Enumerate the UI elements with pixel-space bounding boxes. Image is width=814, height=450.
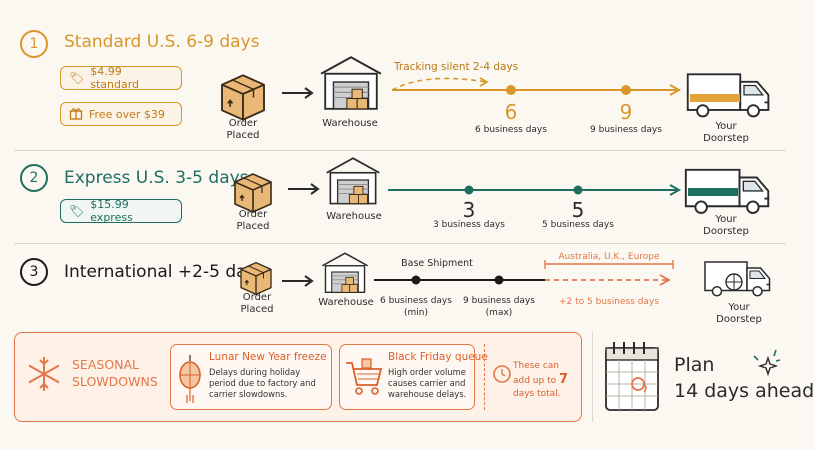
card-text: Delays during holiday period due to fact… (209, 367, 316, 399)
delivery-van-icon (684, 66, 774, 120)
milestone-label: 9 business days (463, 296, 535, 306)
warehouse-icon (320, 250, 370, 294)
milestone-number: 3 (462, 198, 476, 222)
card-text: High order volume causes carrier and war… (388, 367, 467, 399)
row-number-badge: 2 (20, 164, 48, 192)
milestone-number: 6 (504, 100, 518, 124)
price-tag-icon: 🏷︎ (69, 204, 85, 218)
timeline-international (374, 274, 671, 286)
lunar-new-year-card: Lunar New Year freeze Delays during holi… (170, 344, 332, 410)
arrow-icon (288, 183, 320, 195)
section-divider (592, 332, 593, 422)
row-divider (14, 243, 786, 244)
price-tag-icon: 🏷︎ (69, 71, 85, 85)
sparkle-icon (753, 349, 781, 377)
warehouse-label: Warehouse (322, 118, 378, 129)
warehouse-label: Warehouse (318, 297, 374, 308)
arrow-icon (282, 275, 314, 287)
timeline-standard (391, 77, 682, 96)
extension-regions: Australia, U.K., Europe (548, 252, 670, 262)
extension-bracket (544, 260, 674, 269)
base-shipment-label: Base Shipment (401, 258, 473, 269)
destination-label: Your Doorstep (716, 302, 762, 325)
panel-separator (484, 344, 485, 410)
row-title-standard: Standard U.S. 6-9 days (64, 32, 260, 52)
row-divider (14, 150, 786, 151)
row-number-badge: 3 (20, 258, 48, 286)
seasonal-heading: SEASONAL SLOWDOWNS (72, 357, 158, 389)
order-box-icon (215, 66, 271, 122)
plan-days: 14 days ahead (674, 380, 814, 402)
timeline-express (388, 184, 682, 196)
tracking-note: Tracking silent 2-4 days (394, 61, 519, 73)
tag-express-price: 🏷︎ $15.99 express (60, 198, 182, 224)
delivery-van-icon (702, 256, 774, 298)
plan-heading: Plan (674, 354, 715, 376)
card-title: Lunar New Year freeze (209, 351, 327, 363)
card-title: Black Friday queue (388, 351, 488, 363)
order-placed-label: Order Placed (240, 292, 274, 315)
milestone-label: 6 business days (475, 125, 547, 135)
row-title-express: Express U.S. 3-5 days (64, 168, 249, 188)
snowflake-icon (28, 357, 60, 391)
order-box-icon (229, 166, 277, 214)
milestone-label: 6 business days (380, 296, 452, 306)
warehouse-icon (324, 154, 382, 206)
order-placed-label: Order Placed (236, 209, 270, 232)
warehouse-label: Warehouse (326, 211, 382, 222)
warehouse-icon (318, 52, 384, 112)
milestone-label: 3 business days (433, 220, 505, 230)
calendar-icon (605, 342, 659, 411)
clock-icon (493, 365, 511, 383)
tag-standard-price: 🏷︎ $4.99 standard (60, 65, 182, 91)
order-box-icon (236, 256, 276, 296)
gift-icon (69, 106, 83, 123)
shopping-cart-icon (346, 358, 383, 395)
delivery-van-icon (682, 162, 774, 216)
milestone-sub: (max) (485, 308, 513, 318)
milestone-label: 9 business days (590, 125, 662, 135)
order-placed-label: Order Placed (226, 118, 260, 141)
milestone-number: 9 (619, 100, 633, 124)
tag-free-shipping: Free over $39 (60, 102, 182, 126)
milestone-label: 5 business days (542, 220, 614, 230)
row-number-badge: 1 (20, 30, 48, 58)
row-title-international: International +2-5 days (64, 262, 266, 282)
seasonal-note: These can add up to 7 days total. (513, 361, 569, 399)
milestone-number: 5 (571, 198, 585, 222)
arrow-icon (282, 87, 314, 99)
black-friday-card: Black Friday queue High order volume cau… (339, 344, 488, 410)
milestone-sub: (min) (404, 308, 428, 318)
destination-label: Your Doorstep (703, 214, 749, 237)
destination-label: Your Doorstep (703, 121, 749, 144)
extension-days: +2 to 5 business days (559, 297, 659, 307)
lantern-icon (179, 355, 201, 403)
